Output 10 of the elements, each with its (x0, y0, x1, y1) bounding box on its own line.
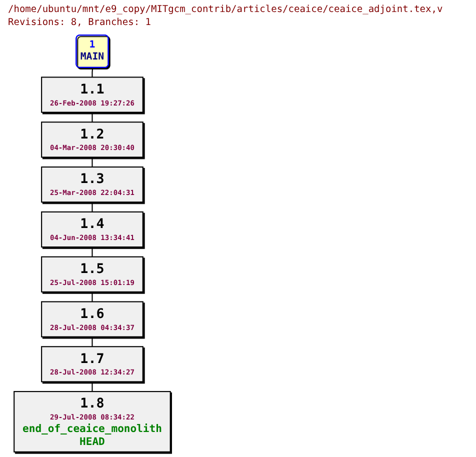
revision-count-label: Revisions: 8, Branches: 1 (8, 16, 152, 29)
file-path-title: /home/ubuntu/mnt/e9_copy/MITgcm_contrib/articles/ceaice/ceaice_adjoint.tex,v (8, 3, 444, 16)
connector (91, 247, 93, 257)
connector (91, 157, 93, 168)
connector (91, 112, 93, 122)
connector (91, 382, 93, 392)
connector (91, 292, 93, 302)
connector (91, 202, 93, 212)
connector (91, 68, 93, 78)
connector (91, 336, 93, 347)
